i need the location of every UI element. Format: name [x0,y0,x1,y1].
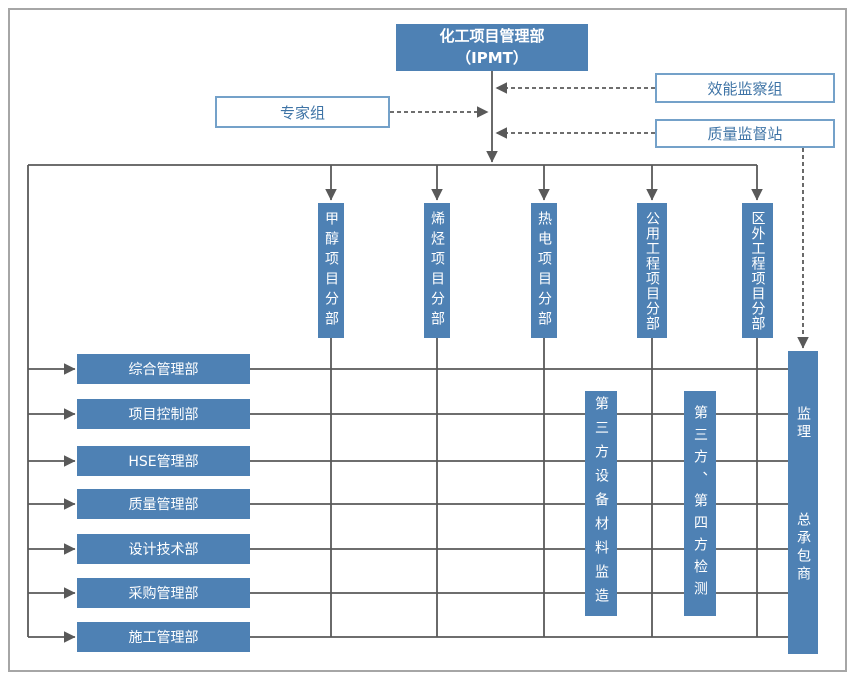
node-department-design-technology-label: 设计技术部 [128,542,199,558]
node-third-fourth-party-testing: 第三方、第四方检测 [684,391,716,616]
diagram-frame [8,8,847,672]
node-supervisor-label: 监理 [795,406,811,442]
node-division-outside-area-engineering-label: 区外工程项目分部 [749,210,766,331]
node-general-contractor-label: 总承包商 [795,512,811,584]
node-department-design-technology: 设计技术部 [77,534,250,564]
node-ipmt: 化工项目管理部 （IPMT） [396,24,588,71]
node-division-olefin: 烯烃项目分部 [424,203,450,338]
node-third-party-equipment-supervision: 第三方设备材料监造 [585,391,617,616]
node-efficiency-supervision-group: 效能监察组 [655,73,835,103]
node-department-construction-management-label: 施工管理部 [128,630,199,646]
node-division-methanol: 甲醇项目分部 [318,203,344,338]
node-department-construction-management: 施工管理部 [77,622,250,652]
node-division-outside-area-engineering: 区外工程项目分部 [742,203,773,338]
solid-connectors [27,71,788,643]
node-department-project-control: 项目控制部 [77,399,250,429]
dashed-connectors [390,82,809,349]
node-division-thermal-power: 热电项目分部 [531,203,557,338]
node-department-general-management: 综合管理部 [77,354,250,384]
node-expert-group-label: 专家组 [279,103,325,122]
node-department-general-management-label: 综合管理部 [128,362,199,378]
node-division-methanol-label: 甲醇项目分部 [323,210,339,331]
node-supervisor-general-contractor: 监理 总承包商 [788,351,818,654]
node-department-quality-management-label: 质量管理部 [128,497,199,513]
node-efficiency-supervision-group-label: 效能监察组 [707,79,783,98]
node-department-hse-management: HSE管理部 [77,446,250,476]
node-quality-supervision-station-label: 质量监督站 [707,125,783,143]
node-division-olefin-label: 烯烃项目分部 [429,210,445,331]
node-third-party-equipment-supervision-label: 第三方设备材料监造 [593,395,609,612]
node-expert-group: 专家组 [215,96,390,128]
node-ipmt-label-line1: 化工项目管理部 [439,26,545,45]
node-department-procurement-management: 采购管理部 [77,578,250,608]
node-third-fourth-party-testing-label: 第三方、第四方检测 [692,404,708,603]
node-division-utility-engineering-label: 公用工程项目分部 [644,210,660,331]
node-division-utility-engineering: 公用工程项目分部 [637,203,667,338]
node-quality-supervision-station: 质量监督站 [655,119,835,148]
node-department-hse-management-label: HSE管理部 [128,454,199,470]
node-department-procurement-management-label: 采购管理部 [128,586,199,602]
node-department-project-control-label: 项目控制部 [128,407,199,423]
node-ipmt-label-line2: （IPMT） [456,48,528,67]
node-department-quality-management: 质量管理部 [77,489,250,519]
node-division-thermal-power-label: 热电项目分部 [536,210,552,331]
